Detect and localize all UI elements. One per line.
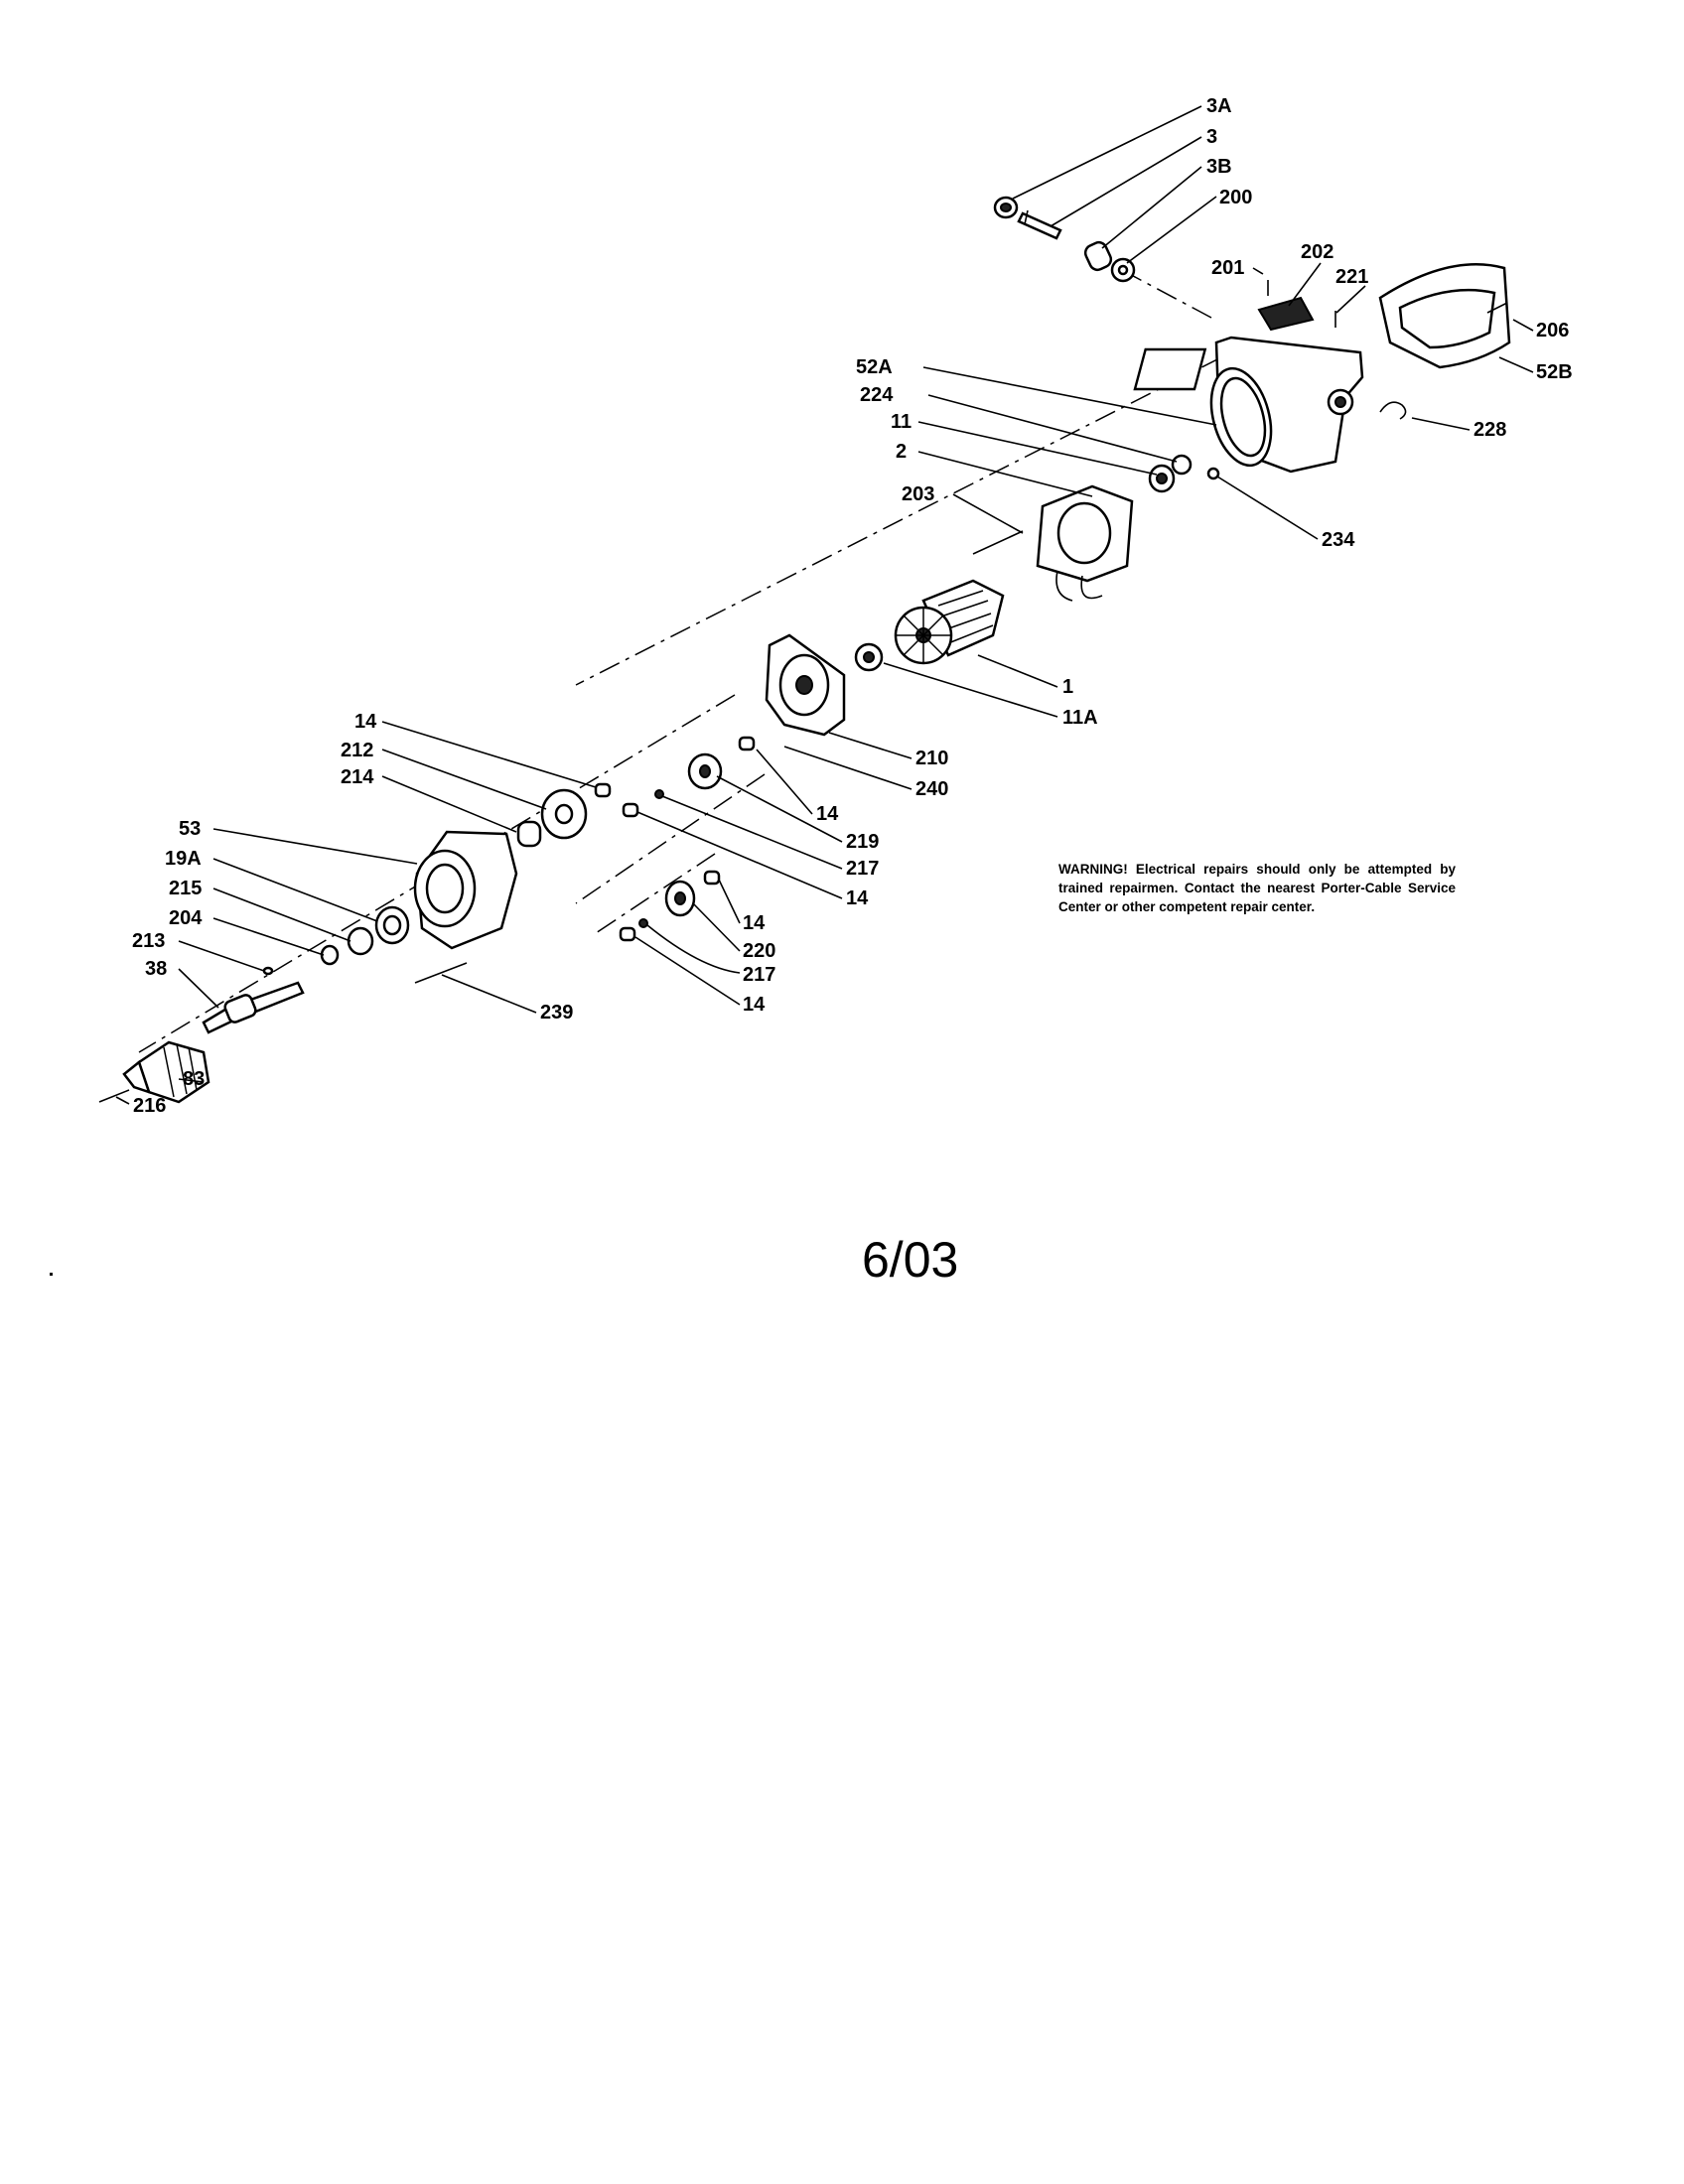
callout-14-upper: 14 [354, 711, 377, 733]
callout-228: 228 [1474, 419, 1506, 441]
callout-215: 215 [169, 878, 202, 899]
part-53-gear-case [413, 830, 518, 950]
revision-date: 6/03 [862, 1232, 959, 1288]
scan-speck [50, 1273, 53, 1276]
electrical-warning-note: WARNING! Electrical repairs should only … [1058, 862, 1456, 914]
part-202-switch [1257, 296, 1315, 332]
part-210-gear-plate [765, 633, 846, 737]
part-239-screw [414, 962, 468, 984]
part-11a-bearing [854, 642, 884, 672]
part-11-bearing [1148, 464, 1176, 493]
callout-2: 2 [896, 441, 907, 463]
part-219-gear [687, 752, 723, 790]
part-1-armature [894, 579, 1005, 665]
callout-240: 240 [915, 778, 948, 800]
part-203-screw [972, 530, 1024, 555]
part-3-carbon-brush [1017, 209, 1062, 240]
part-212-gear [540, 788, 588, 840]
callout-234: 234 [1322, 529, 1355, 551]
callout-220: 220 [743, 940, 775, 962]
part-19a-bearing [374, 905, 410, 945]
part-214-bushing [516, 820, 542, 848]
part-206-screw [1486, 302, 1508, 314]
callout-3: 3 [1206, 126, 1217, 148]
callout-83: 83 [183, 1068, 205, 1090]
part-215-retaining-ring [347, 926, 374, 956]
part-14c-bearing [622, 802, 639, 818]
callout-203: 203 [902, 483, 934, 505]
leader-lines [115, 105, 1534, 1105]
part-3b-brush-holder [1083, 240, 1113, 272]
callout-200: 200 [1219, 187, 1252, 208]
callout-14-right: 14 [846, 887, 869, 909]
part-228-cord-clamp [1379, 401, 1407, 420]
part-216-screw [98, 1089, 130, 1103]
callout-224: 224 [860, 384, 894, 406]
callout-52a: 52A [856, 356, 893, 378]
callout-14-bottom: 14 [743, 994, 766, 1016]
callout-11: 11 [891, 411, 912, 433]
callout-239: 239 [540, 1002, 573, 1024]
part-204-washer [320, 944, 340, 966]
callout-201: 201 [1211, 257, 1244, 279]
part-3a-brush-cap [993, 196, 1019, 219]
callout-217-upper: 217 [846, 858, 879, 880]
callout-3a: 3A [1206, 95, 1232, 117]
part-52b-handle-cover [1378, 263, 1511, 369]
callout-216: 216 [133, 1095, 166, 1117]
part-14b-bearing [738, 736, 756, 751]
part-2-field-stator [1036, 484, 1134, 602]
callout-labels: 3A 3 3B 200 201 202 221 206 52B 52A 224 … [132, 95, 1573, 1117]
callout-202: 202 [1301, 241, 1333, 263]
part-217a-washer [654, 789, 664, 799]
callout-210: 210 [915, 748, 948, 769]
part-14e-bearing [619, 926, 636, 942]
callout-19a: 19A [165, 848, 202, 870]
part-220-gear [664, 880, 696, 917]
part-213-key [262, 966, 274, 976]
part-224-bearing [1171, 454, 1193, 476]
part-83-chuck [122, 1040, 210, 1104]
callout-204: 204 [169, 907, 203, 929]
callout-52b: 52B [1536, 361, 1573, 383]
callout-1: 1 [1062, 676, 1073, 698]
part-217b-washer [638, 918, 648, 928]
callout-206: 206 [1536, 320, 1569, 341]
callout-14-mid: 14 [816, 803, 839, 825]
callout-3b: 3B [1206, 156, 1232, 178]
part-52a-motor-housing [1133, 336, 1364, 474]
callout-217-lower: 217 [743, 964, 775, 986]
callout-11a: 11A [1062, 707, 1098, 729]
callout-213: 213 [132, 930, 165, 952]
callout-53: 53 [179, 818, 201, 840]
callout-212: 212 [341, 740, 373, 761]
part-234-washer [1206, 467, 1220, 480]
part-14a-bearing [594, 782, 612, 798]
callout-38: 38 [145, 958, 167, 980]
part-38-spindle [202, 981, 305, 1034]
callout-214: 214 [341, 766, 374, 788]
callout-14-lower: 14 [743, 912, 766, 934]
part-200-washer [1110, 257, 1136, 283]
callout-219: 219 [846, 831, 879, 853]
callout-221: 221 [1335, 266, 1368, 288]
assembly-axes [138, 269, 1222, 1053]
part-14d-bearing [703, 870, 721, 886]
